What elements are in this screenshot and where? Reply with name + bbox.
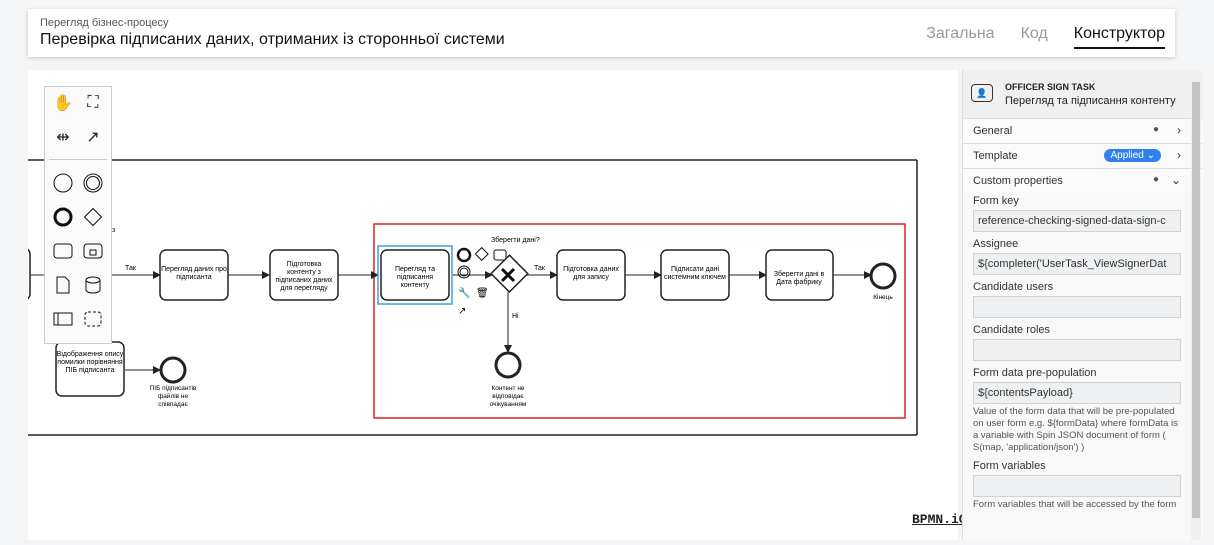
properties-header: 👤 OFFICER SIGN TASK Перегляд та підписан… bbox=[963, 70, 1203, 119]
data-store-icon[interactable] bbox=[81, 273, 105, 297]
svg-text:↗: ↗ bbox=[458, 306, 466, 317]
candidate-roles-label: Candidate roles bbox=[973, 324, 1051, 336]
applied-badge[interactable]: Applied ⌄ bbox=[1104, 149, 1161, 162]
end-event-main: Кінець bbox=[869, 262, 897, 301]
group-template[interactable]: Template Applied ⌄ › bbox=[963, 144, 1203, 169]
tab-constructor[interactable]: Конструктор bbox=[1073, 25, 1165, 49]
lasso-tool-icon[interactable]: ⛶ bbox=[87, 94, 99, 111]
tab-bar: Загальна Код Конструктор bbox=[926, 25, 1165, 49]
form-data-label: Form data pre-population bbox=[973, 367, 1097, 379]
context-pad: 🔧 🗑 ↗ bbox=[456, 246, 507, 317]
svg-text:🗑: 🗑 bbox=[476, 287, 489, 299]
group-label: General bbox=[973, 125, 1013, 137]
user-task-icon: 👤 bbox=[971, 84, 993, 102]
tab-code[interactable]: Код bbox=[1020, 25, 1048, 42]
subprocess-icon[interactable] bbox=[81, 239, 105, 263]
group-label: Custom properties bbox=[973, 175, 1063, 187]
space-tool-icon[interactable]: ⇹ bbox=[56, 129, 70, 146]
candidate-roles-field[interactable] bbox=[973, 339, 1181, 361]
start-event-icon[interactable] bbox=[51, 171, 75, 195]
candidate-users-label: Candidate users bbox=[973, 281, 1054, 293]
tab-general[interactable]: Загальна bbox=[926, 25, 995, 42]
task-icon[interactable] bbox=[51, 239, 75, 263]
form-variables-hint: Form variables that will be accessed by … bbox=[973, 499, 1177, 510]
candidate-users-field[interactable] bbox=[973, 296, 1181, 318]
form-variables-label: Form variables bbox=[973, 460, 1046, 472]
gateway-label: Зберегти дані? bbox=[491, 236, 540, 244]
flow-label-no: Ні bbox=[512, 312, 519, 320]
pool-icon[interactable] bbox=[51, 307, 75, 331]
gateway-save: Зберегти дані? bbox=[489, 236, 540, 294]
selection-frame bbox=[373, 223, 906, 419]
svg-text:🔧: 🔧 bbox=[458, 286, 470, 299]
page-subtitle: Перегляд бізнес-процесу bbox=[40, 17, 169, 29]
tool-palette: ✋ ⛶ ⇹ ↗ bbox=[44, 86, 112, 344]
group-label: Template bbox=[973, 150, 1018, 162]
properties-scrollbar[interactable] bbox=[1191, 70, 1201, 540]
assignee-label: Assignee bbox=[973, 238, 1019, 250]
form-key-label: Form key bbox=[973, 195, 1019, 207]
form-data-field[interactable]: ${contentsPayload} bbox=[973, 382, 1181, 404]
dot-icon: ● bbox=[1152, 124, 1159, 135]
flow-label-yes1: Так bbox=[125, 265, 137, 272]
page-title: Перевірка підписаних даних, отриманих із… bbox=[40, 31, 505, 48]
diagram-fragment: з bbox=[112, 227, 115, 234]
element-type: OFFICER SIGN TASK bbox=[1005, 82, 1096, 92]
group-icon[interactable] bbox=[81, 307, 105, 331]
dot-icon: ● bbox=[1152, 174, 1159, 185]
assignee-field[interactable]: ${completer('UserTask_ViewSignerDat bbox=[973, 253, 1181, 275]
form-key-field[interactable]: reference-checking-signed-data-sign-c bbox=[973, 210, 1181, 232]
data-object-icon[interactable] bbox=[51, 273, 75, 297]
gateway-icon[interactable] bbox=[81, 205, 105, 229]
intermediate-event-icon[interactable] bbox=[81, 171, 105, 195]
form-variables-field[interactable] bbox=[973, 475, 1181, 497]
chevron-down-icon: ⌄ bbox=[1170, 173, 1181, 187]
properties-panel: 👤 OFFICER SIGN TASK Перегляд та підписан… bbox=[962, 70, 1203, 540]
chevron-right-icon: › bbox=[1177, 148, 1181, 162]
element-name: Перегляд та підписання контенту bbox=[1005, 95, 1176, 107]
chevron-right-icon: › bbox=[1177, 123, 1181, 137]
connect-tool-icon[interactable]: ↗ bbox=[86, 129, 100, 146]
flow-label-yes2: Так bbox=[534, 265, 546, 272]
bpmn-io-logo[interactable]: BPMN.iO bbox=[912, 512, 967, 527]
group-general[interactable]: General ● › bbox=[963, 119, 1203, 144]
page-header: Перегляд бізнес-процесу Перевірка підпис… bbox=[28, 9, 1175, 57]
end-event-label: Кінець bbox=[873, 293, 893, 301]
hand-tool-icon[interactable]: ✋ bbox=[53, 95, 73, 112]
form-data-hint: Value of the form data that will be pre-… bbox=[973, 406, 1178, 453]
end-event-icon[interactable] bbox=[51, 205, 75, 229]
group-custom-properties[interactable]: Custom properties ● ⌄ bbox=[963, 169, 1203, 193]
